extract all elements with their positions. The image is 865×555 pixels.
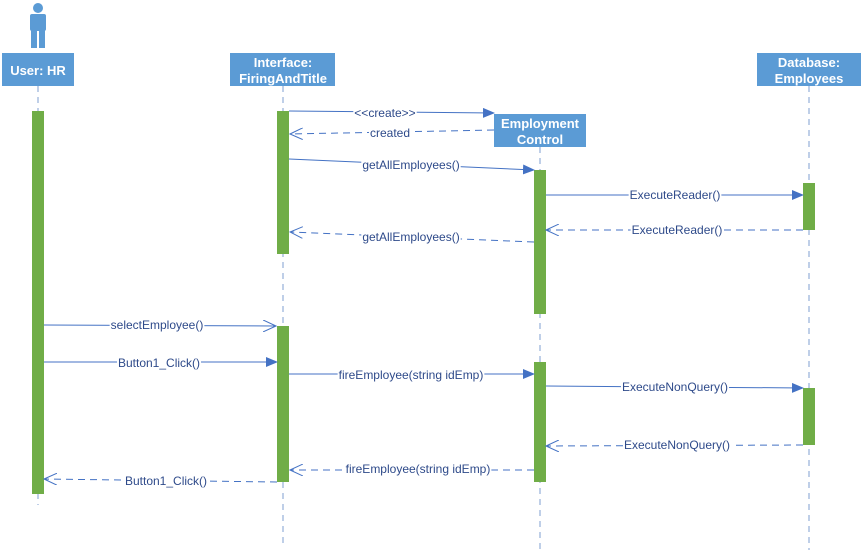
participant-hr[interactable]: User: HR [2, 53, 74, 86]
participant-ec-label-line1: Employment [501, 116, 580, 131]
message-7[interactable]: Button1_Click() [44, 356, 278, 370]
message-label: ExecuteNonQuery() [622, 380, 728, 394]
message-6[interactable]: selectEmployee() [43, 318, 276, 332]
message-label: getAllEmployees() [362, 158, 459, 172]
message-label-bg [630, 223, 724, 237]
participant-ui[interactable]: Interface: FiringAndTitle [230, 53, 335, 86]
participant-db-label-line1: Database: [778, 55, 840, 70]
message-label: fireEmployee(string idEmp) [346, 462, 491, 476]
participant-db[interactable]: Database: Employees [757, 53, 861, 86]
message-label: selectEmployee() [111, 318, 204, 332]
message-label: Button1_Click() [125, 474, 207, 488]
message-label-bg [337, 368, 485, 382]
message-label: <<create>> [354, 106, 415, 120]
message-label: ExecuteReader() [632, 223, 723, 237]
activation-db-2 [803, 388, 815, 445]
message-label-bg [368, 126, 412, 140]
message-label-bg [123, 474, 209, 488]
message-2[interactable]: getAllEmployees() [288, 158, 535, 175]
participant-ec-label-line2: Control [517, 132, 563, 147]
message-arrow-line [546, 445, 804, 446]
participant-hr-label: User: HR [10, 63, 66, 78]
activation-ec-2 [534, 362, 546, 482]
message-10[interactable]: ExecuteNonQuery() [546, 438, 804, 452]
message-1[interactable]: created [290, 126, 495, 140]
message-label: fireEmployee(string idEmp) [339, 368, 484, 382]
message-arrow-line [44, 479, 278, 482]
message-8[interactable]: fireEmployee(string idEmp) [289, 368, 535, 382]
message-label-bg [353, 106, 417, 120]
activation-ec-1 [534, 170, 546, 314]
participant-ec[interactable]: Employment Control [494, 114, 586, 147]
message-label-bg [622, 438, 732, 452]
participant-db-label-line2: Employees [775, 71, 844, 86]
message-label: ExecuteNonQuery() [624, 438, 730, 452]
message-label-bg [361, 158, 461, 172]
message-label-bg [628, 188, 722, 202]
message-0[interactable]: <<create>> [288, 106, 495, 120]
actor-icon [30, 3, 46, 48]
message-3[interactable]: ExecuteReader() [546, 188, 804, 202]
activation-ui-1 [277, 111, 289, 254]
message-4[interactable]: ExecuteReader() [546, 223, 803, 237]
messages: <<create>> created getAllEmployees() Execut… [43, 106, 804, 488]
activation-ui-2 [277, 326, 289, 482]
participant-ui-label-line1: Interface: [254, 55, 313, 70]
activation-hr [32, 111, 44, 494]
message-9[interactable]: ExecuteNonQuery() [545, 380, 804, 394]
message-label-bg [344, 462, 492, 476]
message-5[interactable]: getAllEmployees() [290, 230, 535, 244]
message-label-bg [109, 318, 205, 332]
message-12[interactable]: Button1_Click() [44, 474, 278, 488]
message-label: getAllEmployees() [362, 230, 459, 244]
participant-ui-label-line2: FiringAndTitle [239, 71, 327, 86]
message-label: created [370, 126, 410, 140]
message-label: ExecuteReader() [630, 188, 721, 202]
message-label-bg [116, 356, 202, 370]
message-label-bg [361, 230, 461, 244]
message-label: Button1_Click() [118, 356, 200, 370]
message-11[interactable]: fireEmployee(string idEmp) [290, 462, 534, 476]
message-label-bg [620, 380, 730, 394]
activation-db-1 [803, 183, 815, 230]
